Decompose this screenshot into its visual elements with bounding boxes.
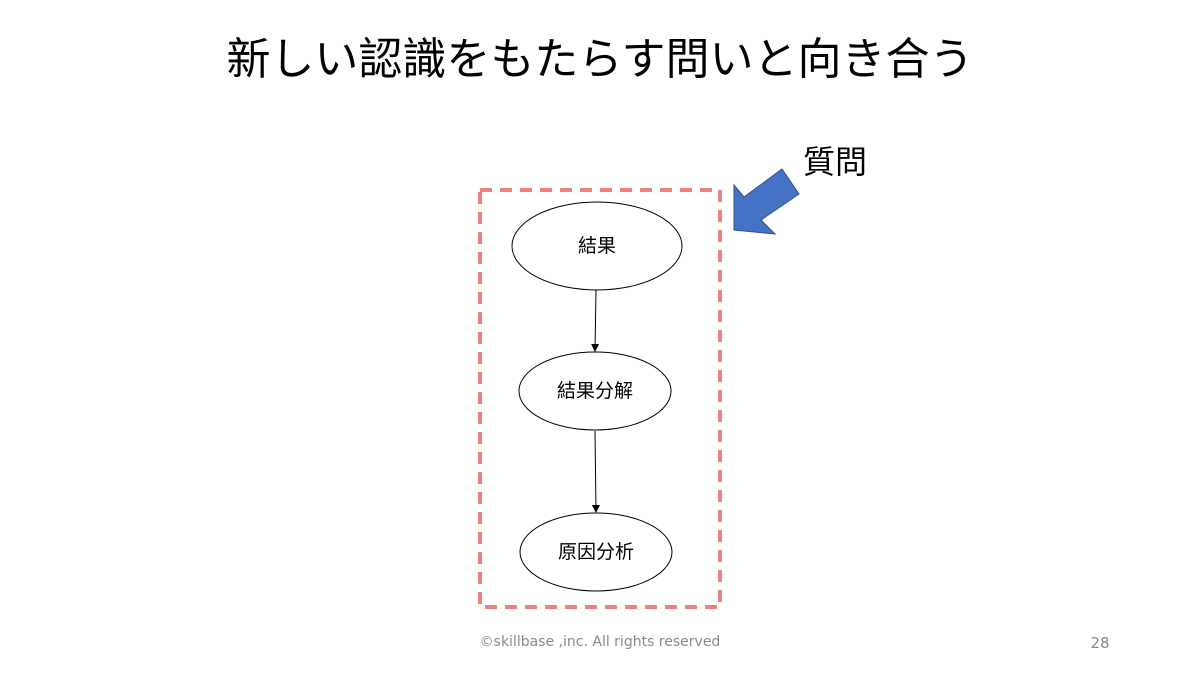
node-result-label: 結果 — [578, 235, 616, 257]
node-result-breakdown-label: 結果分解 — [557, 380, 633, 402]
footer-copyright: ©skillbase ,inc. All rights reserved — [479, 634, 721, 650]
dashed-frame — [478, 188, 722, 609]
node-result: 結果 — [511, 201, 683, 291]
page-number: 28 — [1090, 634, 1110, 652]
node-result-breakdown: 結果分解 — [518, 351, 672, 431]
slide-title: 新しい認識をもたらす問いと向き合う — [226, 34, 974, 85]
node-root-cause-label: 原因分析 — [558, 541, 634, 563]
node-root-cause: 原因分析 — [519, 512, 673, 592]
edge-result-to-breakdown — [591, 289, 600, 352]
down-left-block-arrow-icon — [733, 168, 800, 235]
edge-breakdown-to-cause — [591, 430, 600, 513]
callout-label: 質問 — [803, 143, 867, 181]
